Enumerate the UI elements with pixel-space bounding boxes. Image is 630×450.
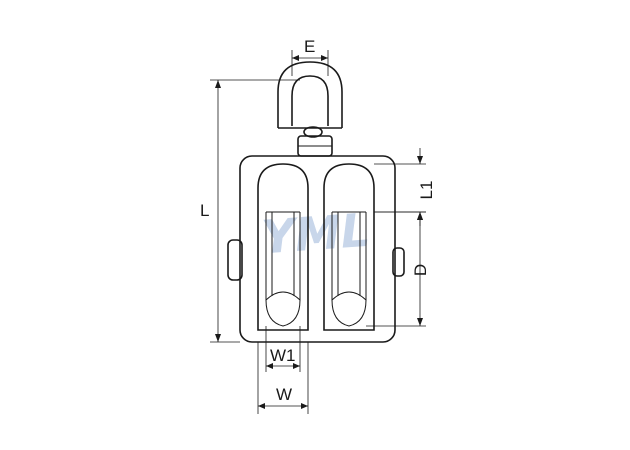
label-e: E — [304, 37, 315, 56]
label-l: L — [200, 201, 209, 220]
label-l1: L1 — [417, 181, 436, 200]
watermark-text: YML — [260, 203, 372, 264]
dimension-w1 — [265, 326, 301, 372]
dimension-d — [366, 211, 426, 327]
dimension-l — [210, 79, 300, 343]
dimension-w — [257, 342, 309, 414]
swivel-eye — [277, 61, 343, 157]
label-d: D — [411, 264, 430, 276]
label-w1: W1 — [270, 346, 296, 365]
dimension-e — [291, 50, 329, 76]
block-body — [227, 155, 405, 343]
right-sheave — [323, 163, 375, 331]
left-sheave — [257, 163, 309, 331]
label-w: W — [276, 385, 292, 404]
